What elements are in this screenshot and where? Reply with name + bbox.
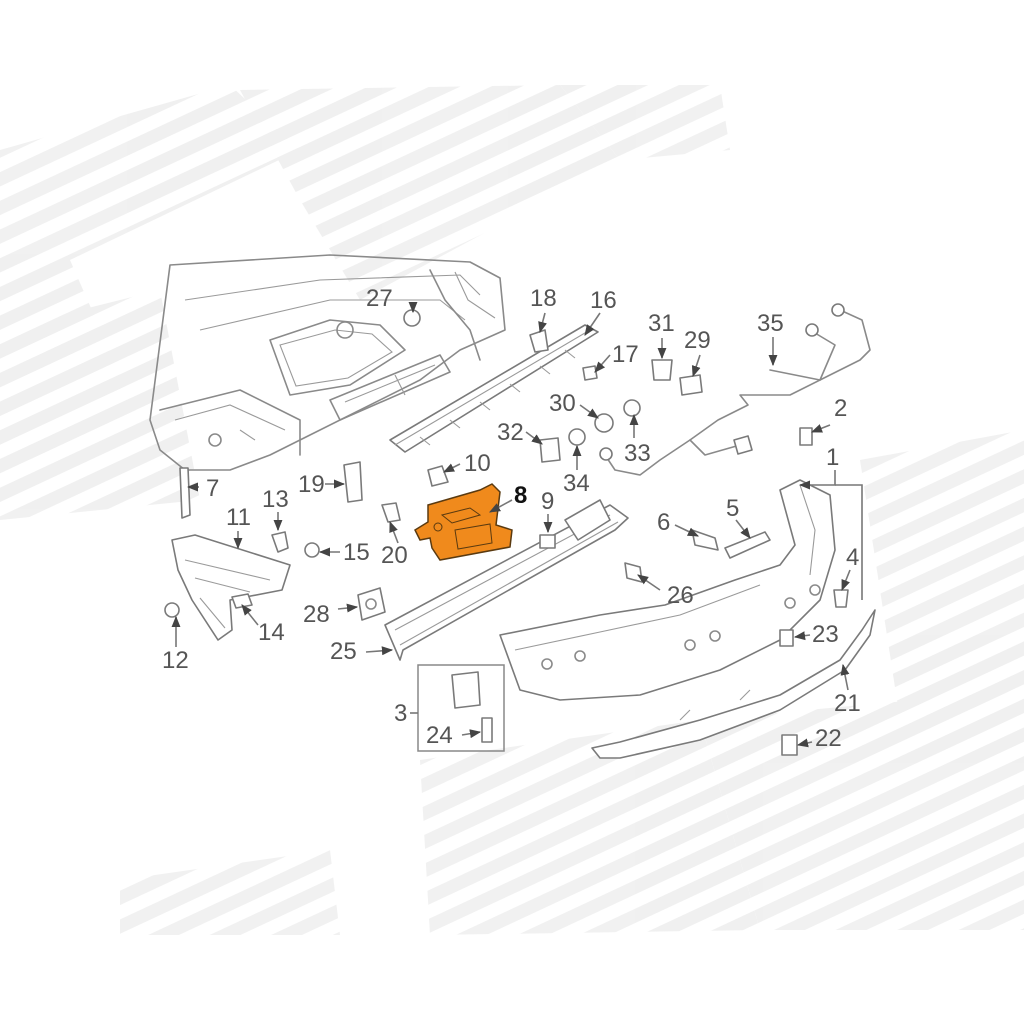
callout-12: 12 bbox=[162, 647, 189, 674]
callout-35: 35 bbox=[757, 310, 784, 337]
callout-16: 16 bbox=[590, 287, 617, 314]
callout-6: 6 bbox=[657, 509, 670, 536]
callout-1: 1 bbox=[826, 444, 839, 471]
callout-5: 5 bbox=[726, 495, 739, 522]
callout-22: 22 bbox=[815, 725, 842, 752]
rear-impact-bar-part-16 bbox=[389, 324, 599, 453]
callout-33: 33 bbox=[624, 440, 651, 467]
callout-20: 20 bbox=[381, 542, 408, 569]
callout-3: 3 bbox=[394, 700, 407, 727]
callout-27: 27 bbox=[366, 285, 393, 312]
highlighted-bracket-part-8 bbox=[414, 483, 513, 561]
callout-4: 4 bbox=[846, 544, 859, 571]
diffuser-part-21 bbox=[591, 609, 876, 759]
callout-8-highlighted: 8 bbox=[514, 482, 527, 509]
callout-18: 18 bbox=[530, 285, 557, 312]
callout-15: 15 bbox=[343, 539, 370, 566]
callout-23: 23 bbox=[812, 621, 839, 648]
callout-31: 31 bbox=[648, 310, 675, 337]
callout-24: 24 bbox=[426, 722, 453, 749]
callout-26: 26 bbox=[667, 582, 694, 609]
car-body-outline bbox=[149, 254, 506, 471]
callout-21: 21 bbox=[834, 690, 861, 717]
wiring-harness-part-35 bbox=[599, 303, 871, 476]
callout-28: 28 bbox=[303, 601, 330, 628]
callout-11: 11 bbox=[226, 504, 251, 531]
bumper-cover-part-1 bbox=[499, 479, 836, 701]
callout-17: 17 bbox=[612, 341, 639, 368]
leader-lines bbox=[171, 301, 863, 748]
watermark bbox=[0, 85, 1024, 935]
callout-9: 9 bbox=[541, 488, 554, 515]
callout-29: 29 bbox=[684, 327, 711, 354]
callout-labels: 1 2 3 4 5 6 7 8 9 10 11 12 13 14 15 16 1… bbox=[162, 285, 861, 752]
callout-10: 10 bbox=[464, 450, 491, 477]
callout-13: 13 bbox=[262, 486, 289, 513]
callout-30: 30 bbox=[549, 390, 576, 417]
side-bracket-part-11 bbox=[171, 534, 291, 641]
callout-25: 25 bbox=[330, 638, 357, 665]
callout-7: 7 bbox=[206, 475, 219, 502]
crossmember-part-25 bbox=[384, 499, 629, 661]
callout-2: 2 bbox=[834, 395, 847, 422]
callout-32: 32 bbox=[497, 419, 524, 446]
callout-19: 19 bbox=[298, 471, 325, 498]
callout-34: 34 bbox=[563, 470, 590, 497]
callout-14: 14 bbox=[258, 619, 285, 646]
